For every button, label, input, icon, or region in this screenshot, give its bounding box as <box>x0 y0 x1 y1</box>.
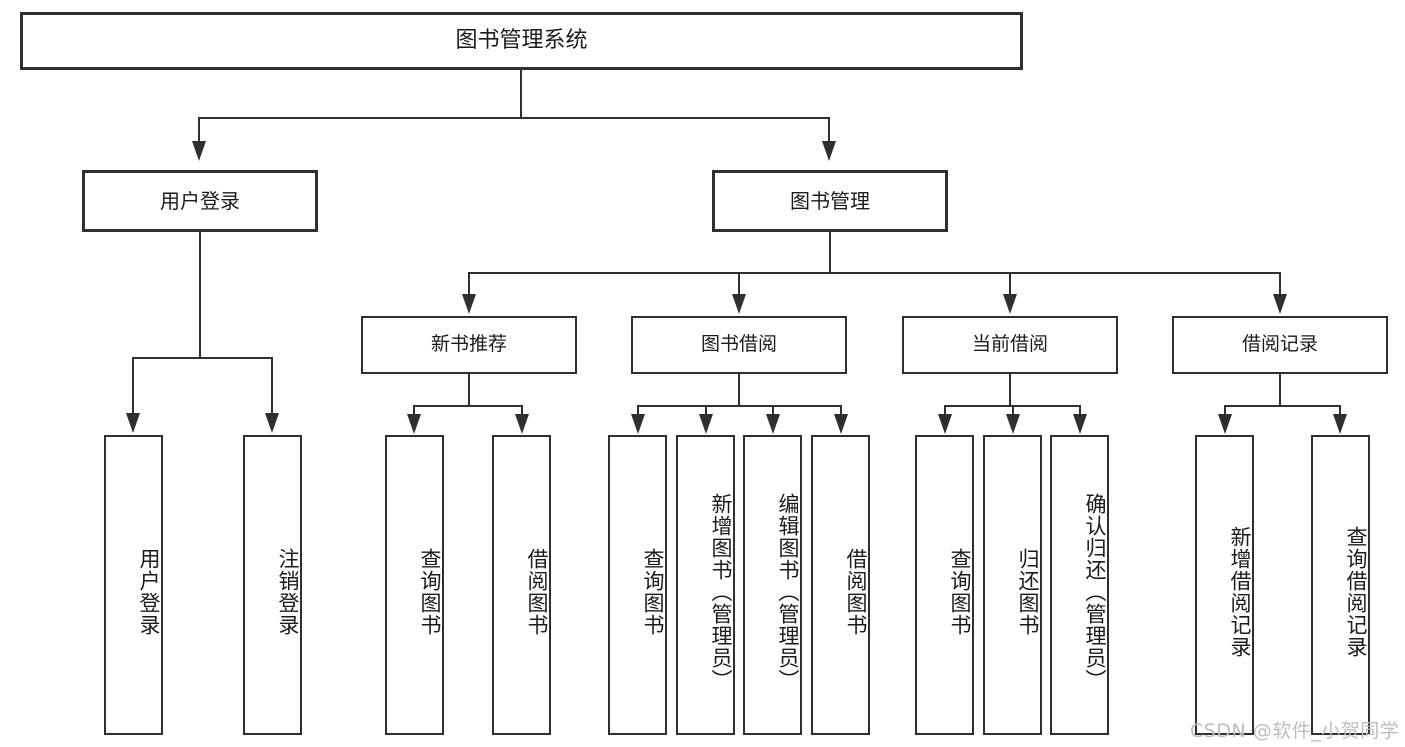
connector-root-bus <box>198 117 830 119</box>
connector-borrow-record-stem <box>1279 374 1281 406</box>
connector-book-borrow-to-leaf-1 <box>637 405 639 417</box>
arrowhead-bm-book-borrow <box>732 294 746 314</box>
node-label: 图书管理系统 <box>455 28 588 54</box>
node-label: 借阅记录 <box>1241 333 1318 356</box>
connector-user-login-to-leaf-2 <box>271 357 273 415</box>
node-label: 注销登录 <box>276 548 300 636</box>
connector-borrow-record-to-leaf-2 <box>1339 405 1341 417</box>
connector-bm-to-book-borrow <box>738 272 740 296</box>
node-book-management[interactable]: 图书管理 <box>712 170 948 232</box>
connector-new-book-to-leaf-2 <box>521 405 523 417</box>
node-borrow-record[interactable]: 借阅记录 <box>1172 316 1388 374</box>
leaf-recommend-borrow-book[interactable]: 借阅图书 <box>492 435 551 735</box>
arrowhead-to-book-manage <box>822 141 836 161</box>
arrowhead-user-login-leaf-1 <box>126 413 140 433</box>
arrowhead-bm-borrow-record <box>1273 294 1287 314</box>
connector-user-login-bus <box>132 357 271 359</box>
node-root-library-system[interactable]: 图书管理系统 <box>20 12 1023 70</box>
node-label: 编辑图书（管理员） <box>776 493 800 691</box>
arrowhead-borrow-record-leaf-1 <box>1218 414 1232 434</box>
node-label: 查询借阅记录 <box>1344 526 1368 658</box>
node-label: 新书推荐 <box>430 333 507 356</box>
connector-book-borrow-to-leaf-4 <box>840 405 842 417</box>
connector-new-book-to-leaf-1 <box>413 405 415 417</box>
connector-book-borrow-to-leaf-2 <box>705 405 707 417</box>
leaf-current-return-book[interactable]: 归还图书 <box>983 435 1042 735</box>
node-user-login[interactable]: 用户登录 <box>82 170 318 232</box>
arrowhead-new-book-leaf-1 <box>407 414 421 434</box>
node-label: 图书管理 <box>790 188 870 213</box>
arrowhead-book-borrow-leaf-4 <box>834 414 848 434</box>
node-current-borrow[interactable]: 当前借阅 <box>902 316 1118 374</box>
connector-book-management-bus <box>468 272 1279 274</box>
connector-user-login-stem <box>199 232 201 358</box>
node-label: 用户登录 <box>160 188 240 213</box>
node-label: 查询图书 <box>948 548 972 636</box>
arrowhead-current-borrow-leaf-2 <box>1006 414 1020 434</box>
connector-bm-to-new-book <box>468 272 470 296</box>
connector-book-borrow-to-leaf-3 <box>772 405 774 417</box>
leaf-borrow-borrow-book[interactable]: 借阅图书 <box>811 435 870 735</box>
connector-book-management-stem <box>829 232 831 273</box>
arrowhead-book-borrow-leaf-3 <box>766 414 780 434</box>
connector-root-to-book-manage <box>828 117 830 143</box>
leaf-user-login[interactable]: 用户登录 <box>104 435 163 735</box>
connector-new-book-stem <box>468 374 470 406</box>
node-book-borrow[interactable]: 图书借阅 <box>631 316 847 374</box>
leaf-borrow-edit-book-admin[interactable]: 编辑图书（管理员） <box>743 435 802 735</box>
leaf-borrow-query-book[interactable]: 查询图书 <box>608 435 667 735</box>
arrowhead-user-login-leaf-2 <box>265 413 279 433</box>
node-label: 用户登录 <box>137 548 161 636</box>
node-label: 归还图书 <box>1016 548 1040 636</box>
connector-bm-to-borrow-record <box>1279 272 1281 296</box>
arrowhead-book-borrow-leaf-2 <box>699 414 713 434</box>
connector-current-borrow-to-leaf-3 <box>1079 405 1081 417</box>
connector-new-book-bus <box>413 405 523 407</box>
leaf-user-logout[interactable]: 注销登录 <box>243 435 302 735</box>
connector-bm-to-current-borrow <box>1009 272 1011 296</box>
node-label: 确认归还（管理员） <box>1083 493 1107 691</box>
arrowhead-book-borrow-leaf-1 <box>631 414 645 434</box>
leaf-record-add-borrow-record[interactable]: 新增借阅记录 <box>1195 435 1254 735</box>
connector-borrow-record-bus <box>1224 405 1341 407</box>
leaf-current-confirm-return-admin[interactable]: 确认归还（管理员） <box>1050 435 1109 735</box>
connector-current-borrow-stem <box>1009 374 1011 406</box>
node-label: 新增借阅记录 <box>1228 526 1252 658</box>
node-label: 当前借阅 <box>971 333 1048 356</box>
leaf-borrow-add-book-admin[interactable]: 新增图书（管理员） <box>676 435 735 735</box>
leaf-recommend-query-book[interactable]: 查询图书 <box>385 435 444 735</box>
arrowhead-new-book-leaf-2 <box>515 414 529 434</box>
arrowhead-bm-current-borrow <box>1003 294 1017 314</box>
arrowhead-borrow-record-leaf-2 <box>1333 414 1347 434</box>
arrowhead-bm-new-book <box>462 294 476 314</box>
node-label: 借阅图书 <box>844 548 868 636</box>
node-label: 新增图书（管理员） <box>709 493 733 691</box>
connector-root-stem <box>520 70 522 118</box>
leaf-current-query-book[interactable]: 查询图书 <box>915 435 974 735</box>
connector-borrow-record-to-leaf-1 <box>1224 405 1226 417</box>
arrowhead-current-borrow-leaf-3 <box>1073 414 1087 434</box>
node-label: 查询图书 <box>641 548 665 636</box>
connector-book-borrow-bus <box>637 405 842 407</box>
connector-user-login-to-leaf-1 <box>132 357 134 415</box>
connector-root-to-user-login <box>198 117 200 143</box>
leaf-record-query-borrow-record[interactable]: 查询借阅记录 <box>1311 435 1370 735</box>
node-label: 借阅图书 <box>525 548 549 636</box>
connector-current-borrow-to-leaf-2 <box>1012 405 1014 417</box>
connector-book-borrow-stem <box>738 374 740 406</box>
node-label: 图书借阅 <box>700 333 777 356</box>
connector-current-borrow-to-leaf-1 <box>944 405 946 417</box>
arrowhead-current-borrow-leaf-1 <box>938 414 952 434</box>
arrowhead-to-user-login <box>192 141 206 161</box>
node-label: 查询图书 <box>418 548 442 636</box>
node-new-book-recommend[interactable]: 新书推荐 <box>361 316 577 374</box>
